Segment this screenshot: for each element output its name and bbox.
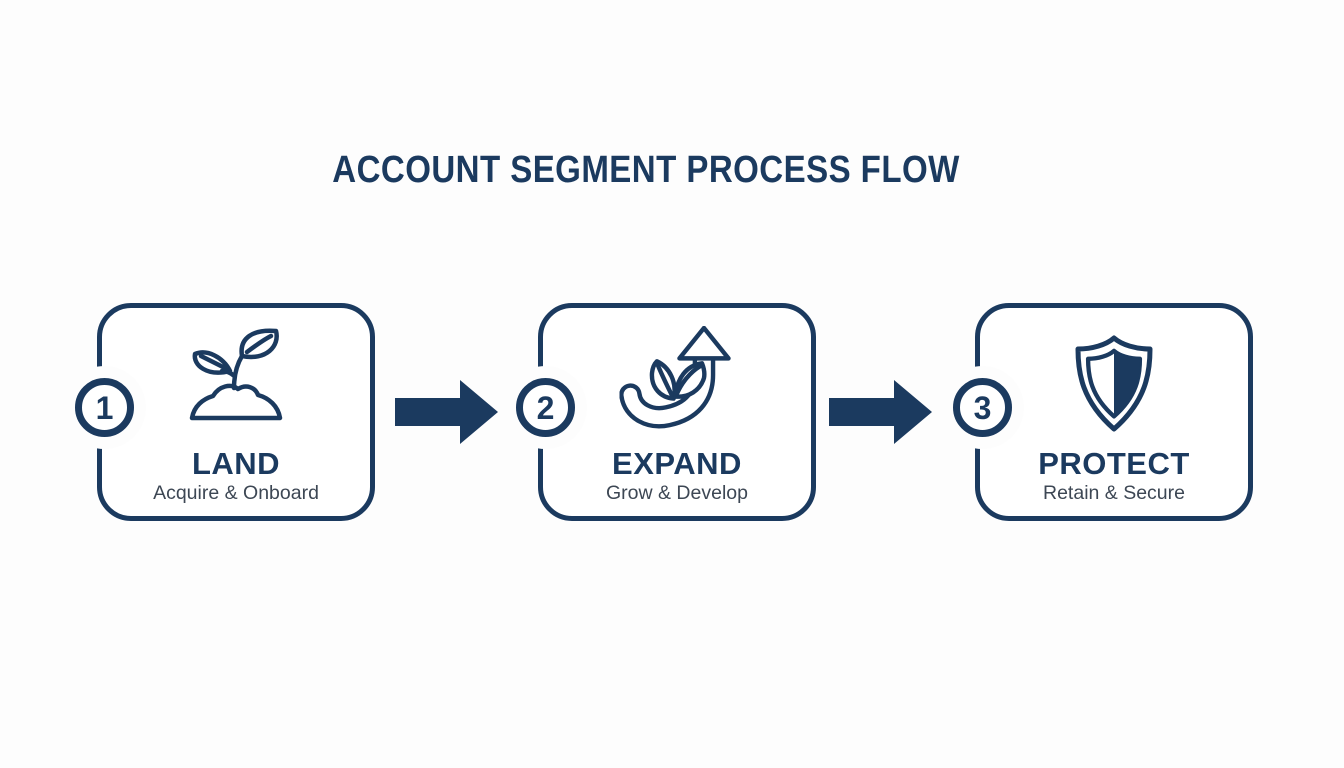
step-number-badge: 3: [953, 378, 1012, 437]
step-subtitle: Retain & Secure: [1043, 482, 1185, 504]
diagram-title: ACCOUNT SEGMENT PROCESS FLOW: [332, 149, 960, 191]
step-number: 1: [95, 389, 114, 426]
step-number-badge: 2: [516, 378, 575, 437]
step-subtitle: Grow & Develop: [606, 482, 748, 504]
shield-half-icon: [1073, 335, 1155, 432]
seedling-icon: [189, 328, 283, 423]
step-label: EXPAND: [612, 446, 742, 481]
flow-arrow-right: [829, 380, 932, 444]
step-card-protect: 3 PROTECT Retain & Secure: [953, 303, 1253, 521]
step-card-expand: 2 EXPAND Grow & Develop: [516, 303, 816, 521]
step-label: LAND: [191, 446, 281, 481]
step-subtitle: Acquire & Onboard: [153, 482, 319, 504]
step-label: PROTECT: [1038, 446, 1190, 481]
step-number-badge: 1: [75, 378, 134, 437]
growth-arrow-icon: [619, 326, 735, 429]
step-card-land: 1 LAND Acquire & Onboard: [75, 303, 375, 521]
step-number: 3: [973, 389, 992, 426]
flow-arrow-right: [395, 380, 498, 444]
step-number: 2: [536, 389, 555, 426]
